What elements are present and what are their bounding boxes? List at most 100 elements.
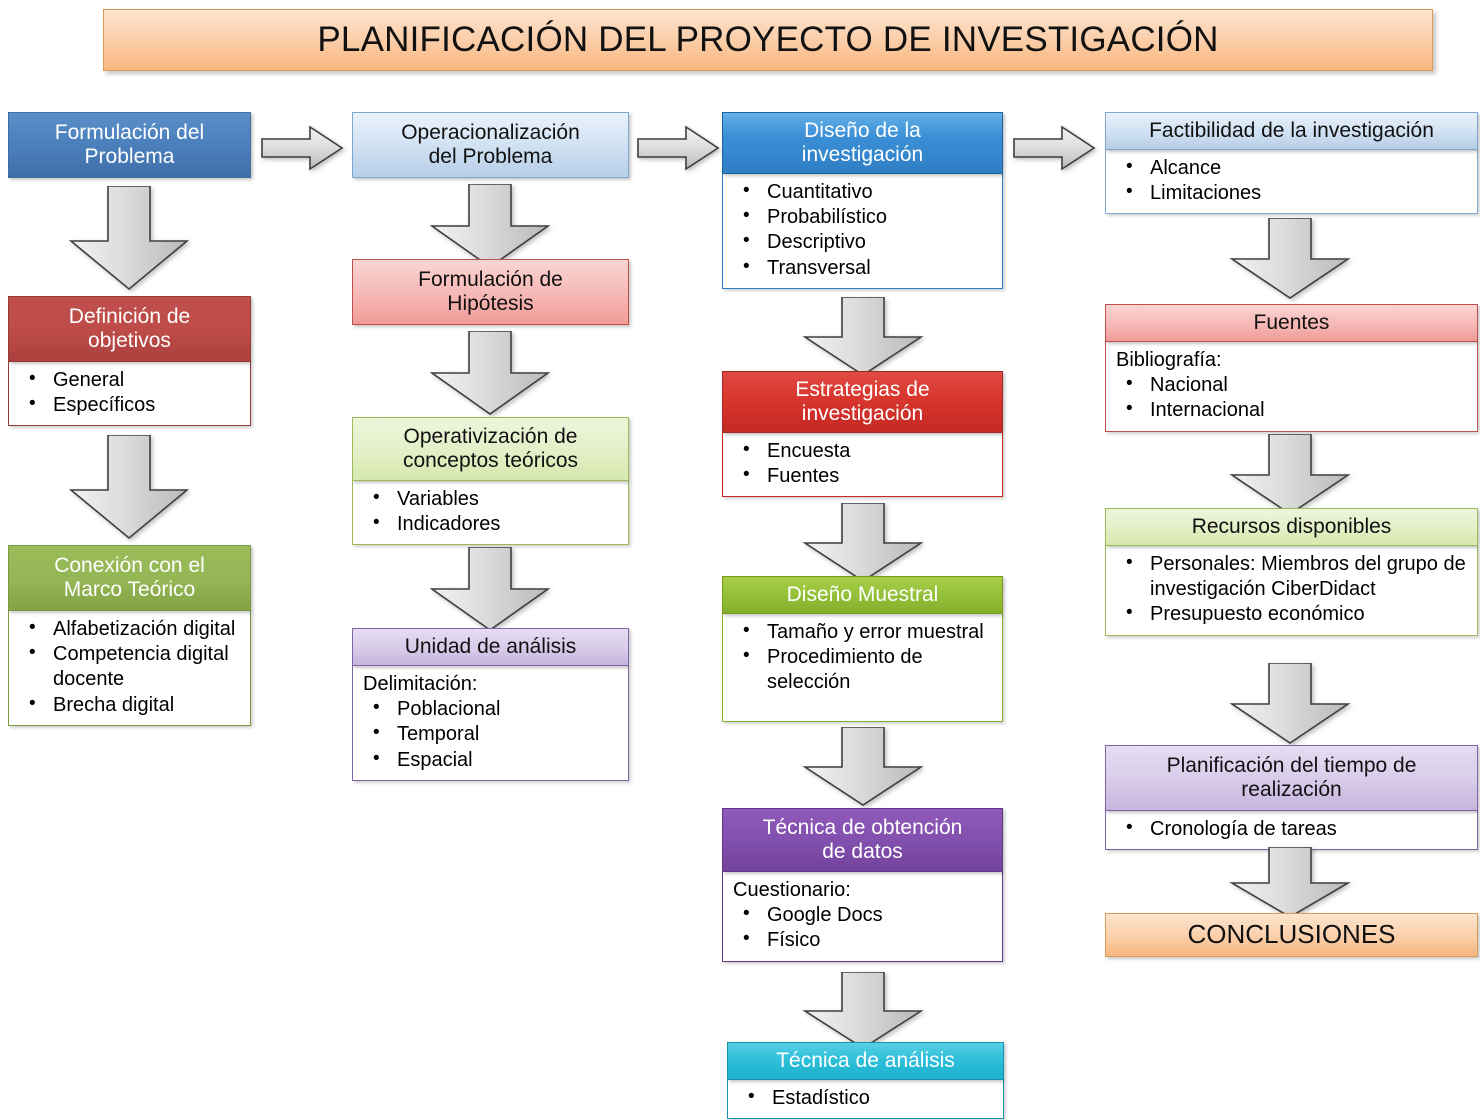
- node-factibilidad-investigacion[interactable]: Factibilidad de la investigación Alcance…: [1105, 112, 1478, 215]
- arrow-right-col2-to-col3: [636, 124, 720, 172]
- node-definicion-objetivos[interactable]: Definición de objetivos General Específi…: [8, 296, 251, 427]
- node-header: Técnica de análisis: [727, 1042, 1004, 1080]
- node-header: Estrategias de investigación: [722, 371, 1003, 433]
- node-fuentes[interactable]: Fuentes Bibliografía: Nacional Internaci…: [1105, 304, 1478, 432]
- arrow-down-factibilidad-to-fuentes: [1229, 218, 1351, 300]
- node-header: CONCLUSIONES: [1105, 913, 1478, 957]
- list-item: Cronología de tareas: [1116, 816, 1471, 842]
- node-header: Factibilidad de la investigación: [1105, 112, 1478, 150]
- node-formulacion-hipotesis[interactable]: Formulación de Hipótesis: [352, 259, 629, 325]
- list-item: Nacional: [1116, 372, 1471, 398]
- list-item: Espacial: [363, 747, 622, 773]
- node-body: Alcance Limitaciones: [1105, 150, 1478, 215]
- node-body: Alfabetización digital Competencia digit…: [8, 611, 251, 726]
- node-item-list: Alfabetización digital Competencia digit…: [19, 616, 244, 718]
- list-item: Variables: [363, 486, 622, 512]
- node-header: Recursos disponibles: [1105, 508, 1478, 546]
- arrow-down-fuentes-to-recursos: [1229, 434, 1351, 516]
- list-item: Estadístico: [738, 1085, 997, 1111]
- node-body: General Específicos: [8, 362, 251, 427]
- node-operacionalizacion-problema[interactable]: Operacionalización del Problema: [352, 112, 629, 178]
- list-item: Alfabetización digital: [19, 616, 244, 642]
- node-tecnica-de-analisis[interactable]: Técnica de análisis Estadístico: [727, 1042, 1004, 1120]
- node-header: Formulación del Problema: [8, 112, 251, 178]
- page-title-text: PLANIFICACIÓN DEL PROYECTO DE INVESTIGAC…: [317, 20, 1219, 59]
- list-item: Cuantitativo: [733, 179, 996, 205]
- node-diseno-investigacion[interactable]: Diseño de la investigación Cuantitativo …: [722, 112, 1003, 289]
- list-item: Probabilístico: [733, 204, 996, 230]
- list-item: General: [19, 367, 244, 393]
- node-header: Unidad de análisis: [352, 628, 629, 666]
- node-tecnica-obtencion-datos[interactable]: Técnica de obtención de datos Cuestionar…: [722, 808, 1003, 962]
- node-formulacion-problema[interactable]: Formulación del Problema: [8, 112, 251, 178]
- node-body: Delimitación: Poblacional Temporal Espac…: [352, 666, 629, 781]
- node-body: Encuesta Fuentes: [722, 433, 1003, 498]
- arrow-right-col1-to-col2: [260, 124, 344, 172]
- node-operativizacion-conceptos[interactable]: Operativización de conceptos teóricos Va…: [352, 417, 629, 546]
- list-item: Temporal: [363, 721, 622, 747]
- node-header: Planificación del tiempo de realización: [1105, 745, 1478, 811]
- node-body: Personales: Miembros del grupo de invest…: [1105, 546, 1478, 636]
- list-item: Tamaño y error muestral: [733, 619, 996, 645]
- list-item: Poblacional: [363, 696, 622, 722]
- list-item: Internacional: [1116, 397, 1471, 423]
- arrow-down-hipotesis-to-operativizacion: [429, 331, 551, 416]
- node-body: Estadístico: [727, 1080, 1004, 1120]
- arrow-down-tecnica-datos-to-analisis: [802, 972, 924, 1050]
- arrow-right-col3-to-col4: [1012, 124, 1096, 172]
- list-item: Fuentes: [733, 463, 996, 489]
- node-body: Tamaño y error muestral Procedimiento de…: [722, 614, 1003, 722]
- arrow-down-recursos-to-planificacion: [1229, 663, 1351, 745]
- node-conclusiones[interactable]: CONCLUSIONES: [1105, 913, 1478, 957]
- arrow-down-diseno-to-estrategias: [802, 297, 924, 377]
- arrow-down-formulacion-to-definicion: [68, 186, 190, 291]
- list-item: Limitaciones: [1116, 180, 1471, 206]
- node-item-list: Personales: Miembros del grupo de invest…: [1116, 551, 1471, 628]
- arrow-down-operativizacion-to-unidad: [429, 547, 551, 632]
- node-item-list: Variables Indicadores: [363, 486, 622, 537]
- node-body: Cuantitativo Probabilístico Descriptivo …: [722, 174, 1003, 289]
- node-body: Cuestionario: Google Docs Físico: [722, 872, 1003, 962]
- node-header: Conexión con el Marco Teórico: [8, 545, 251, 611]
- node-item-list: General Específicos: [19, 367, 244, 418]
- node-item-list: Cuantitativo Probabilístico Descriptivo …: [733, 179, 996, 281]
- node-header: Diseño de la investigación: [722, 112, 1003, 174]
- node-header: Operativización de conceptos teóricos: [352, 417, 629, 481]
- node-item-list: Alcance Limitaciones: [1116, 155, 1471, 206]
- arrow-down-operacionalizacion-to-hipotesis: [429, 184, 551, 269]
- list-item: Personales: Miembros del grupo de invest…: [1116, 551, 1471, 602]
- node-unidad-de-analisis[interactable]: Unidad de análisis Delimitación: Poblaci…: [352, 628, 629, 781]
- arrow-down-definicion-to-conexion: [68, 435, 190, 540]
- node-diseno-muestral[interactable]: Diseño Muestral Tamaño y error muestral …: [722, 576, 1003, 722]
- node-body: Bibliografía: Nacional Internacional: [1105, 342, 1478, 432]
- node-header: Formulación de Hipótesis: [352, 259, 629, 325]
- node-body: Cronología de tareas: [1105, 811, 1478, 851]
- node-header: Definición de objetivos: [8, 296, 251, 362]
- list-item: Presupuesto económico: [1116, 601, 1471, 627]
- node-header: Técnica de obtención de datos: [722, 808, 1003, 872]
- node-estrategias-investigacion[interactable]: Estrategias de investigación Encuesta Fu…: [722, 371, 1003, 498]
- list-item: Alcance: [1116, 155, 1471, 181]
- node-conexion-marco-teorico[interactable]: Conexión con el Marco Teórico Alfabetiza…: [8, 545, 251, 726]
- list-item: Indicadores: [363, 511, 622, 537]
- node-planificacion-tiempo[interactable]: Planificación del tiempo de realización …: [1105, 745, 1478, 851]
- node-item-list: Cronología de tareas: [1116, 816, 1471, 842]
- list-item: Competencia digital docente: [19, 641, 244, 692]
- node-lead-text: Bibliografía:: [1116, 349, 1222, 371]
- page-title: PLANIFICACIÓN DEL PROYECTO DE INVESTIGAC…: [103, 9, 1433, 71]
- node-item-list: Google Docs Físico: [733, 902, 996, 953]
- list-item: Brecha digital: [19, 692, 244, 718]
- node-recursos-disponibles[interactable]: Recursos disponibles Personales: Miembro…: [1105, 508, 1478, 636]
- node-header: Diseño Muestral: [722, 576, 1003, 614]
- list-item: Transversal: [733, 255, 996, 281]
- node-body: Variables Indicadores: [352, 481, 629, 546]
- node-item-list: Encuesta Fuentes: [733, 438, 996, 489]
- list-item: Procedimiento de selección: [733, 644, 996, 695]
- list-item: Google Docs: [733, 902, 996, 928]
- node-item-list: Nacional Internacional: [1116, 372, 1471, 423]
- arrow-down-muestral-to-tecnica-datos: [802, 727, 924, 807]
- node-lead-text: Cuestionario:: [733, 879, 851, 901]
- list-item: Físico: [733, 927, 996, 953]
- arrow-down-estrategias-to-muestral: [802, 503, 924, 583]
